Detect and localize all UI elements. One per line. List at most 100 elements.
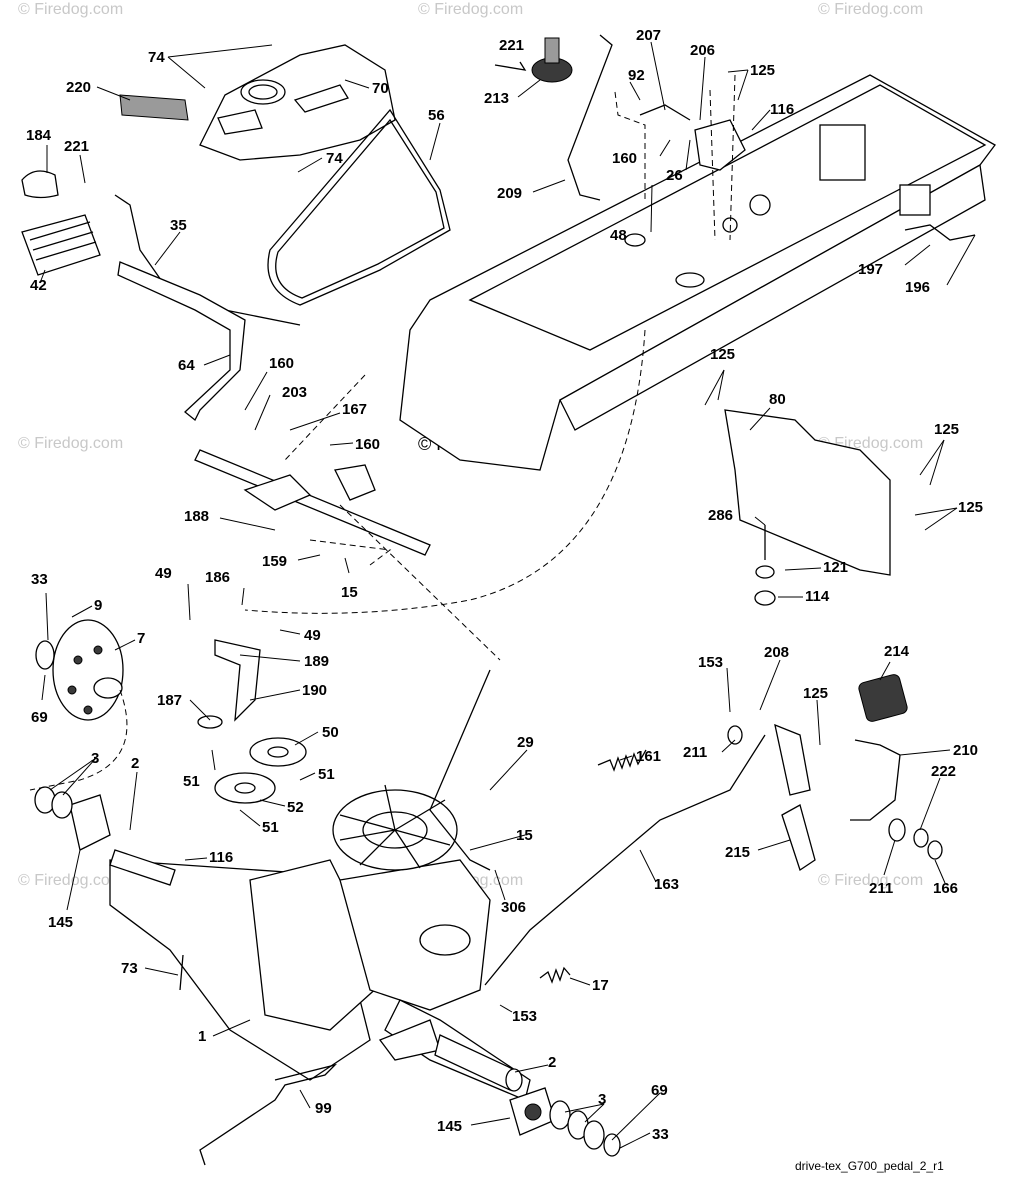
callout-label: 73 xyxy=(121,960,138,977)
leader-lines xyxy=(39,41,976,1149)
callout-label: 3 xyxy=(91,750,99,767)
callout-label: 15 xyxy=(516,827,533,844)
callout-label: 51 xyxy=(262,819,279,836)
watermark-mid-left: © Firedog.com xyxy=(18,435,123,452)
callout-label: 70 xyxy=(372,80,389,97)
callout-label: 211 xyxy=(683,744,707,761)
callout-label: 159 xyxy=(262,553,287,570)
callout-label: 125 xyxy=(934,421,959,438)
callout-label: 153 xyxy=(512,1008,537,1025)
callout-label: 2 xyxy=(548,1054,556,1071)
rod-29-part xyxy=(429,669,491,871)
callout-label: 125 xyxy=(750,62,775,79)
callout-label: 145 xyxy=(437,1118,462,1135)
hand-grip-part xyxy=(21,214,101,276)
dashed-connector-5 xyxy=(614,91,646,200)
dash-cover-part xyxy=(199,44,396,161)
callout-label: 207 xyxy=(636,27,661,44)
callout-label: 49 xyxy=(155,565,172,582)
dashed-connector-4 xyxy=(29,689,128,791)
watermark-top-center: © Firedog.com xyxy=(418,1,523,18)
callout-labels: 74 70 220 184 221 42 35 64 56 221 213 20… xyxy=(26,27,983,1143)
idler-arm-part xyxy=(214,639,261,722)
callout-label: 125 xyxy=(958,499,983,516)
callout-label: 160 xyxy=(612,150,637,167)
callout-label: 286 xyxy=(708,507,733,524)
callout-label: 42 xyxy=(30,277,47,294)
callout-label: 213 xyxy=(484,90,509,107)
callout-label: 121 xyxy=(823,559,848,576)
callout-label: 51 xyxy=(318,766,335,783)
callout-label: 114 xyxy=(805,588,830,605)
callout-label: 166 xyxy=(933,880,958,897)
callout-label: 153 xyxy=(698,654,723,671)
drive-belt-part xyxy=(267,108,451,306)
pedal-shaft-part xyxy=(194,449,431,556)
callout-label: 49 xyxy=(304,627,321,644)
callout-label: 208 xyxy=(764,644,789,661)
callout-label: 74 xyxy=(326,150,343,167)
watermark-bottom-right: © Firedog.com xyxy=(818,872,923,889)
callout-label: 189 xyxy=(304,653,329,670)
lift-lever-part xyxy=(117,261,246,422)
callout-label: 52 xyxy=(287,799,304,816)
callout-label: 145 xyxy=(48,914,73,931)
callout-label: 197 xyxy=(858,261,883,278)
washer-69-part xyxy=(35,640,55,670)
callout-label: 190 xyxy=(302,682,327,699)
decal-part xyxy=(119,94,189,121)
callout-label: 2 xyxy=(131,755,139,772)
callout-label: 196 xyxy=(905,279,930,296)
callout-label: 209 xyxy=(497,185,522,202)
rod-99-part xyxy=(199,1063,338,1166)
callout-label: 210 xyxy=(953,742,978,759)
washer-211-part xyxy=(888,818,906,842)
watermark-bottom-left: © Firedog.com xyxy=(18,872,123,889)
callout-label: 203 xyxy=(282,384,307,401)
callout-label: 69 xyxy=(31,709,48,726)
bolt-73-part xyxy=(179,954,184,991)
tractor-frame-part xyxy=(399,74,996,471)
hitch-197-part xyxy=(904,224,976,241)
dashed-connector-7 xyxy=(729,74,736,241)
callout-label: 187 xyxy=(157,692,182,709)
callout-label: 211 xyxy=(869,880,893,897)
callout-label: 184 xyxy=(26,127,52,144)
callout-label: 1 xyxy=(198,1028,206,1045)
callout-label: 29 xyxy=(517,734,534,751)
callout-label: 188 xyxy=(184,508,209,525)
axle-left-part xyxy=(109,849,176,886)
callout-label: 160 xyxy=(355,436,380,453)
callout-label: 161 xyxy=(636,748,661,765)
callout-label: 220 xyxy=(66,79,91,96)
callout-label: 48 xyxy=(610,227,627,244)
callout-label: 222 xyxy=(931,763,956,780)
callout-label: 9 xyxy=(94,597,102,614)
dashed-connector-1 xyxy=(244,329,646,614)
callout-label: 35 xyxy=(170,217,187,234)
callout-label: 69 xyxy=(651,1082,668,1099)
callout-label: 214 xyxy=(884,643,910,660)
bracket-145-left-part xyxy=(69,794,111,851)
nut-114-part xyxy=(754,590,776,606)
callout-label: 56 xyxy=(428,107,445,124)
callout-label: 125 xyxy=(710,346,735,363)
rod-163-part xyxy=(484,734,766,986)
pad-215-part xyxy=(781,804,816,872)
knob-part xyxy=(21,170,59,199)
callout-label: 92 xyxy=(628,67,645,84)
callout-label: 116 xyxy=(209,849,233,866)
callout-label: 64 xyxy=(178,357,195,374)
diagram-code: drive-tex_G700_pedal_2_r1 xyxy=(795,1159,944,1173)
pedal-arm-part xyxy=(850,739,901,821)
callout-label: 206 xyxy=(690,42,715,59)
plate-80-part xyxy=(724,409,891,576)
callout-label: 50 xyxy=(322,724,339,741)
callout-label: 160 xyxy=(269,355,294,372)
callout-label: 99 xyxy=(315,1100,332,1117)
bracket-208-part xyxy=(774,723,811,796)
callout-label: 167 xyxy=(342,401,367,418)
callout-label: 306 xyxy=(501,899,526,916)
callout-label: 116 xyxy=(770,101,794,118)
